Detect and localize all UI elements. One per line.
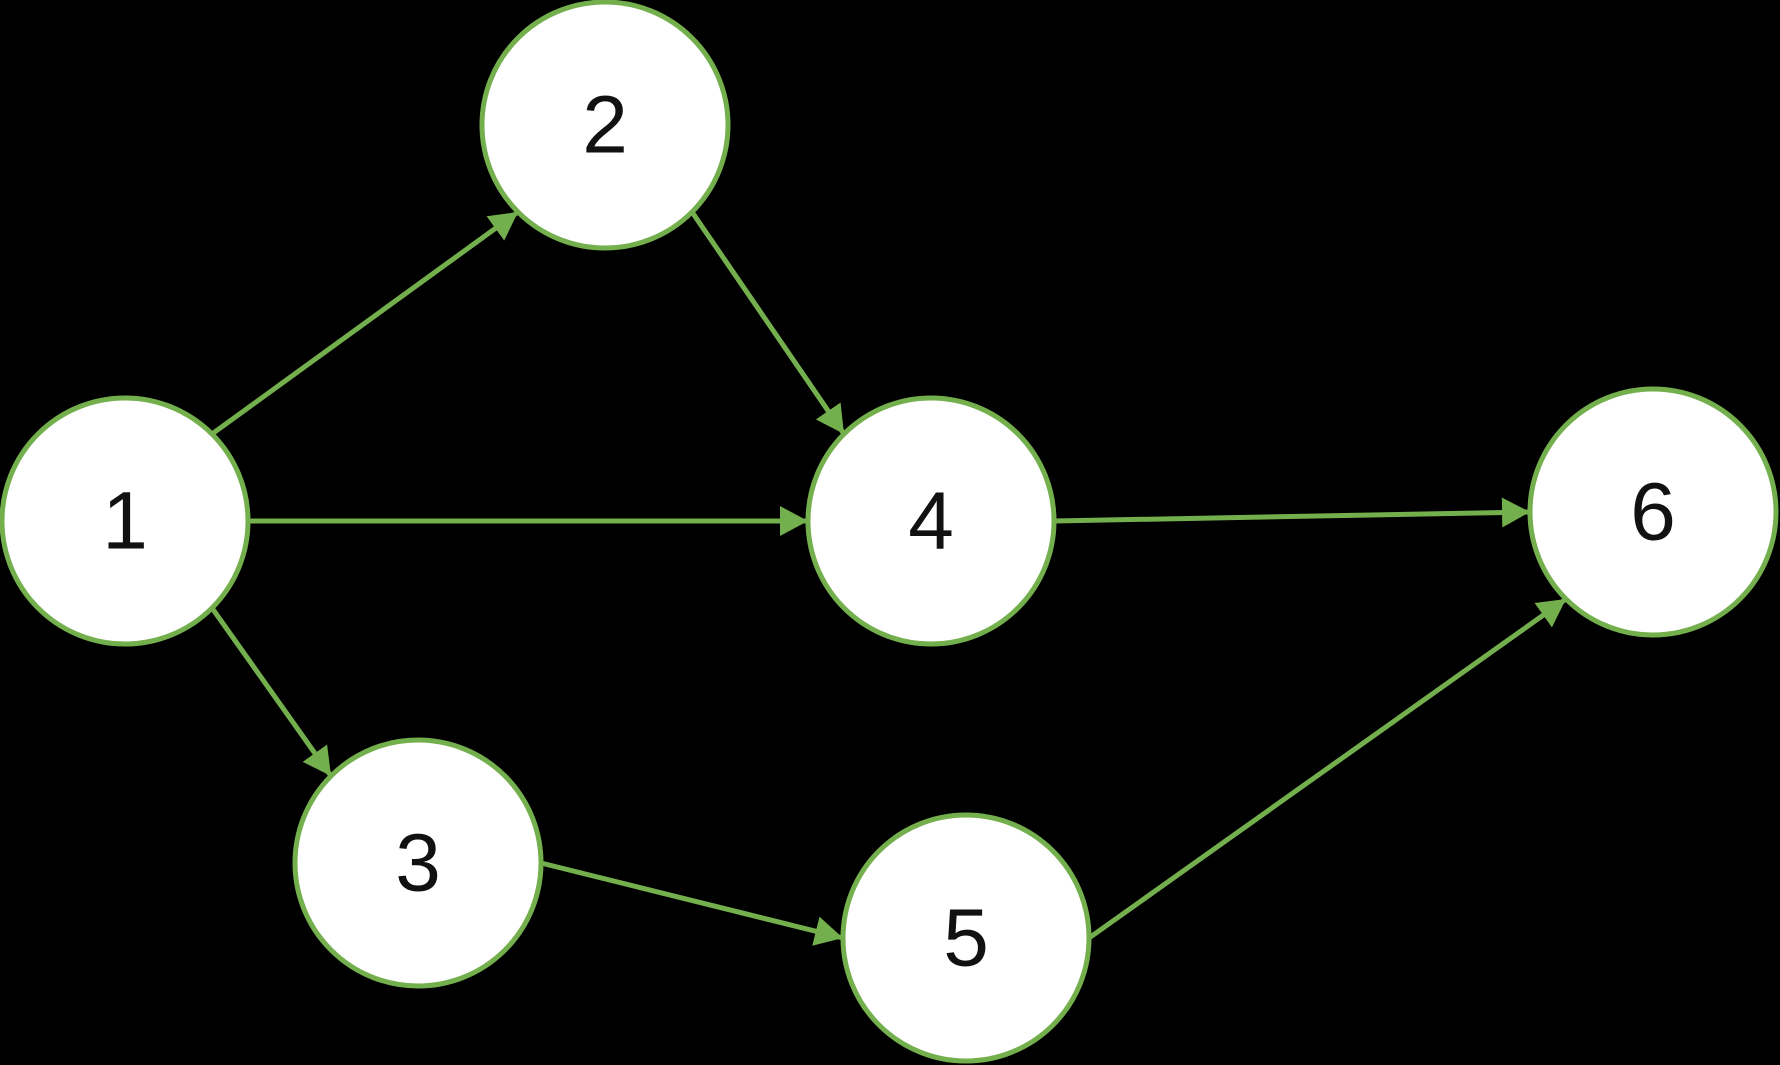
edge-3-to-5 (540, 860, 844, 946)
node-label-1: 1 (102, 476, 148, 567)
node-label-5: 5 (943, 893, 989, 984)
node-label-6: 6 (1630, 467, 1676, 558)
edges-layer (209, 209, 1568, 946)
node-circle-4 (805, 395, 1057, 647)
node-circle-2 (479, 0, 731, 251)
node-2: 2 (479, 0, 731, 251)
node-4: 4 (805, 395, 1057, 647)
node-label-3: 3 (395, 818, 441, 909)
edge-1-to-2 (210, 209, 520, 437)
edge-5-to-6 (1087, 596, 1568, 941)
node-3: 3 (292, 737, 544, 989)
edge-1-to-3 (209, 606, 334, 778)
node-6: 6 (1527, 386, 1779, 638)
node-circle-6 (1527, 386, 1779, 638)
node-label-2: 2 (582, 80, 628, 171)
edge-2-to-4 (689, 210, 847, 436)
node-label-4: 4 (908, 476, 954, 567)
node-1: 1 (0, 395, 251, 647)
node-circle-5 (840, 812, 1092, 1064)
node-circle-3 (292, 737, 544, 989)
node-circle-1 (0, 395, 251, 647)
node-5: 5 (840, 812, 1092, 1064)
edge-4-to-6 (1053, 497, 1531, 528)
